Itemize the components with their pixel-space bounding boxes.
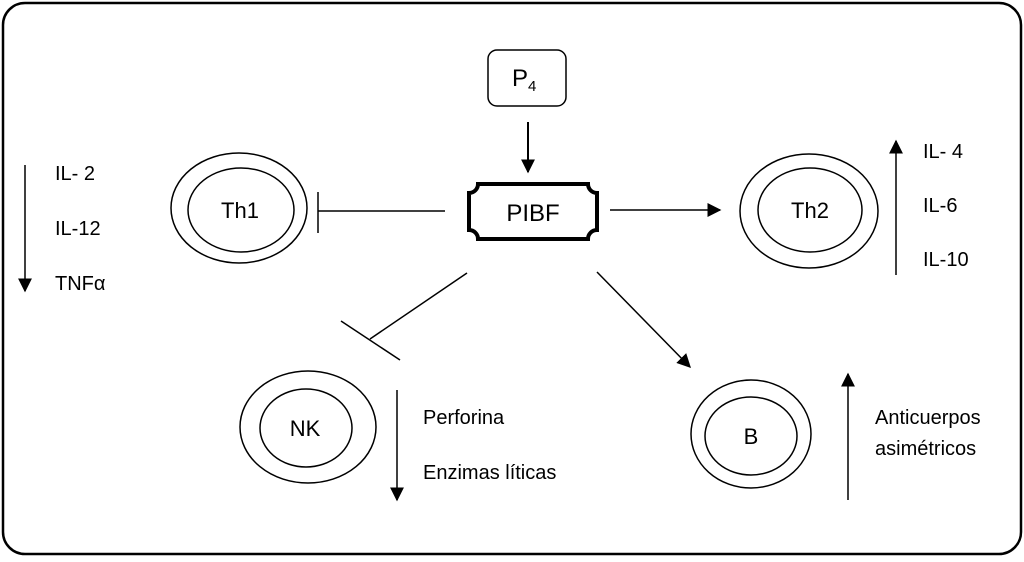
cytokine-il6: IL-6 [923,195,957,217]
p4-subscript: 4 [528,78,536,95]
th1-label: Th1 [221,198,259,223]
nk-outer-membrane [239,370,377,484]
th2-label: Th2 [791,198,829,223]
th1-nucleus [187,167,295,253]
th1-cytokines: IL- 2 IL-12 TNFα [18,163,105,295]
b-cell: B [690,379,812,489]
inhibit-pibf-nk [340,272,468,361]
b-label: B [744,424,759,449]
cytokine-il10: IL-10 [923,249,969,271]
th1-outer-membrane [170,152,308,264]
th2-cytokines: IL- 4 IL-6 IL-10 [889,139,969,275]
th2-cell: Th2 [739,153,879,269]
product-perforina: Perforina [423,407,505,429]
th2-nucleus [757,167,863,253]
pibf-box [467,182,599,241]
pibf-node: PIBF [467,182,599,241]
cytokine-il12: IL-12 [55,218,101,240]
nk-cell: NK [239,370,377,484]
pibf-label: PIBF [506,200,559,227]
p4-label: P4 [512,65,536,95]
b-outer-membrane [690,379,812,489]
arrow-pibf-to-b [596,271,691,369]
b-nucleus [704,396,798,476]
product-enzimas: Enzimas líticas [423,462,556,484]
cytokine-tnfa: TNFα [55,273,105,295]
p4-node: P4 [487,49,567,107]
p4-box [487,49,567,107]
product-anticuerpos: Anticuerpos [875,407,981,429]
p4-main: P [512,65,528,92]
product-asimetricos: asimétricos [875,438,976,460]
th2-outer-membrane [739,153,879,269]
nk-products: Perforina Enzimas líticas [390,390,556,502]
nk-label: NK [290,416,321,441]
inhibit-pibf-th1 [317,192,445,233]
th1-cell: Th1 [170,152,308,264]
cytokine-il4: IL- 4 [923,141,963,163]
nk-nucleus [259,388,353,468]
b-products: Anticuerpos asimétricos [841,372,981,500]
cytokine-il2: IL- 2 [55,163,95,185]
